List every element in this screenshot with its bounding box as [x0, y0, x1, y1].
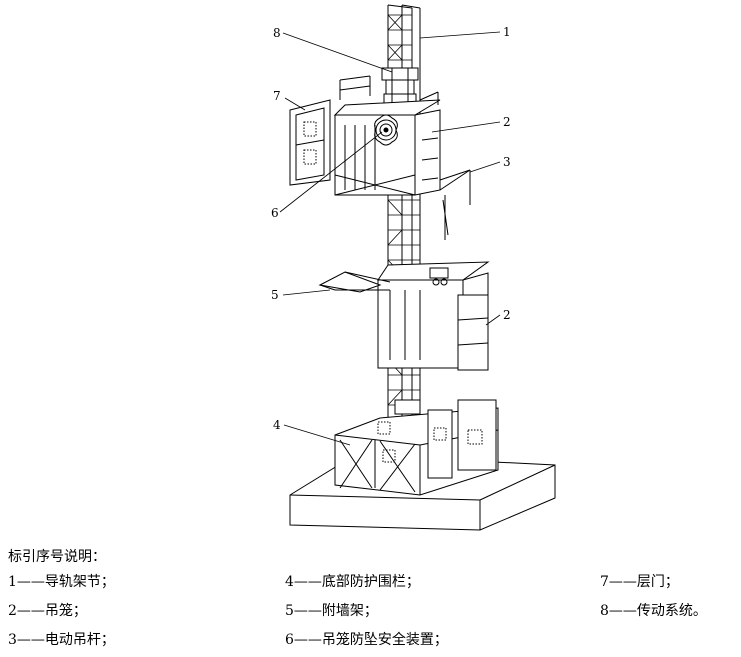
- callout-3: 3: [503, 155, 511, 169]
- upper-cage: [333, 75, 441, 196]
- legend-item-7: 7——层门；: [600, 574, 679, 590]
- legend-item-2: 2——吊笼；: [8, 603, 87, 619]
- drive-system: [381, 67, 419, 105]
- callout-7: 7: [273, 89, 281, 103]
- callout-5: 5: [271, 288, 279, 302]
- legend-item-1: 1——导轨架节；: [8, 574, 115, 590]
- landing-gate: [289, 99, 331, 186]
- legend-item-3: 3——电动吊杆；: [8, 632, 115, 648]
- legend-item-5: 5——附墙架；: [285, 603, 378, 619]
- construction-hoist-diagram: 1 2 3 4 5 6 7 8 2: [271, 4, 556, 531]
- legend-item-4: 4——底部防护围栏；: [285, 574, 420, 590]
- legend: 标引序号说明： 1——导轨架节； 2——吊笼； 3——电动吊杆； 4——底部防护…: [0, 548, 741, 657]
- callout-6: 6: [271, 206, 279, 220]
- callout-2-lower: 2: [503, 308, 511, 322]
- callout-2-upper: 2: [503, 115, 511, 129]
- base-enclosure: [334, 399, 499, 496]
- callout-8: 8: [273, 26, 281, 40]
- lower-cage: [377, 261, 490, 371]
- legend-title: 标引序号说明：: [8, 549, 106, 565]
- leader-lines: [279, 31, 501, 446]
- legend-item-8: 8——传动系统。: [600, 603, 707, 619]
- legend-item-6: 6——吊笼防坠安全装置；: [285, 632, 448, 648]
- callout-1: 1: [503, 25, 511, 39]
- electric-boom: [439, 169, 471, 240]
- wall-tie: [318, 271, 391, 293]
- callout-4: 4: [273, 418, 281, 432]
